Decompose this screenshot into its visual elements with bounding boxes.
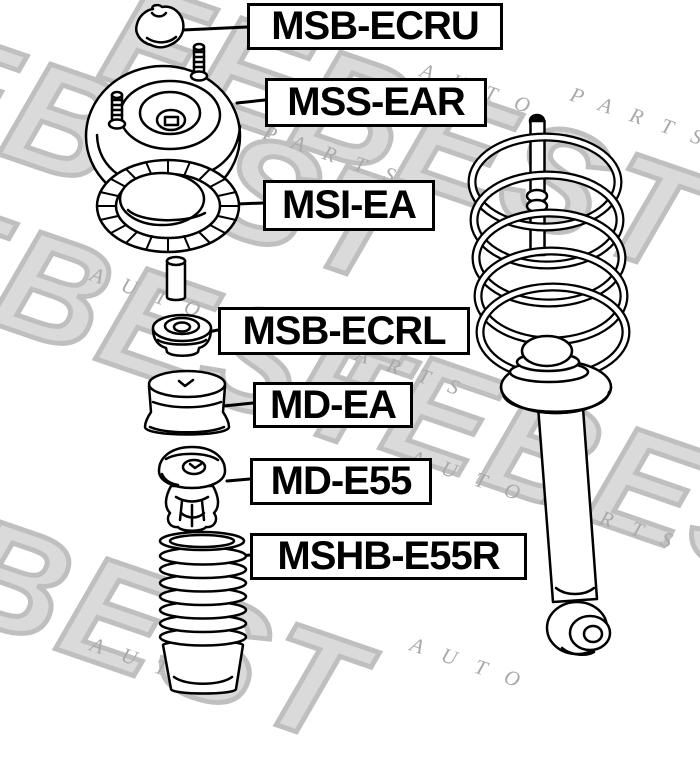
upper-shock-bushing-drawing — [135, 3, 185, 49]
part-label-md-ea: MD-EA — [253, 382, 413, 428]
part-label-mshb-e55r: MSHB-E55R — [250, 533, 527, 580]
part-label-mss-ear: MSS-EAR — [265, 78, 487, 127]
shock-bottom-eye-drawing — [545, 600, 612, 657]
dust-boot-drawing — [158, 530, 248, 695]
lower-shock-bushing-drawing — [151, 313, 213, 357]
part-label-msb-ecrl: MSB-ECRL — [218, 307, 470, 355]
coil-spring-seat-drawing — [95, 158, 241, 254]
exploded-view-drawing — [84, 3, 631, 695]
bound-stopper-md-ea-drawing — [143, 369, 231, 436]
part-label-md-e55: MD-E55 — [250, 458, 432, 505]
part-label-msb-ecru: MSB-ECRU — [247, 3, 503, 50]
shock-absorber-assembly-drawing — [467, 113, 631, 657]
bound-stopper-md-e55-drawing — [157, 445, 227, 532]
spacer-tube-drawing — [165, 255, 187, 302]
part-label-msi-ea: MSI-EA — [263, 180, 435, 231]
